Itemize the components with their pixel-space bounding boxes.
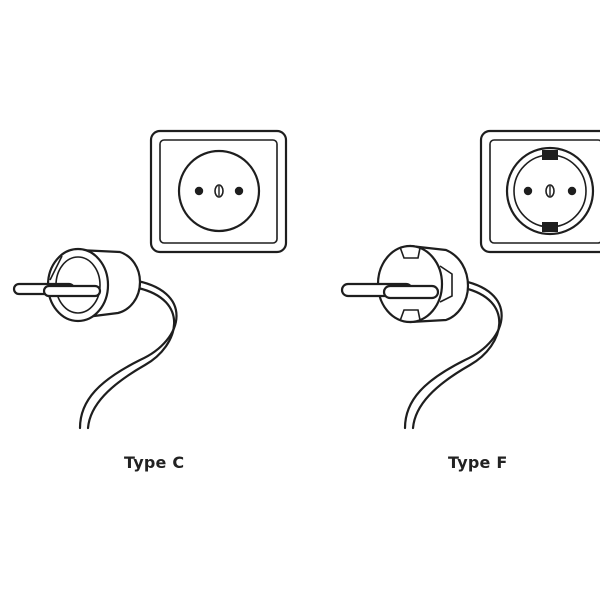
- type-f-socket-icon: [479, 129, 600, 254]
- type-c-plug-icon: [12, 247, 178, 430]
- type-f-plug-icon: [340, 244, 503, 430]
- type-f-label: Type F: [448, 453, 508, 472]
- type-c-socket-icon: [149, 129, 288, 254]
- type-c-label: Type C: [124, 453, 185, 472]
